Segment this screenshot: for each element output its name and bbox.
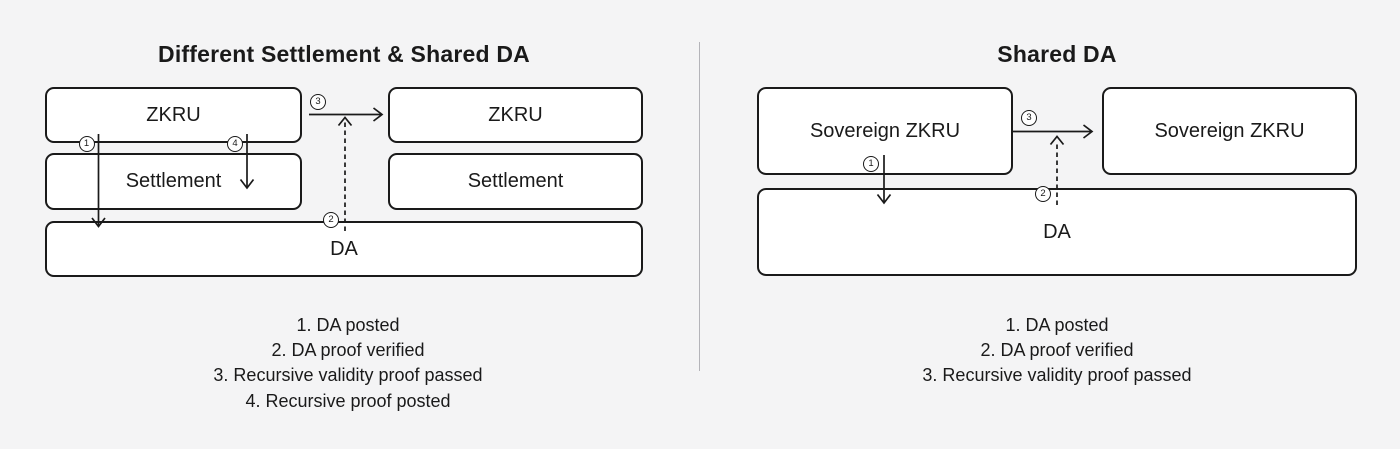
legend-line-4: 4. Recursive proof posted <box>245 390 451 411</box>
box-zkru-target: ZKRU <box>388 87 643 143</box>
arrow-2-da-proof-verified-dashed <box>337 116 353 231</box>
step-marker-2-number: 2 <box>1040 188 1046 200</box>
box-da-shared-right-label: DA <box>1043 220 1071 243</box>
legend-line-1: 1. DA posted <box>1005 315 1109 335</box>
box-zkru-source: ZKRU <box>45 87 302 143</box>
legend-line-3: 3. Recursive validity proof passed <box>213 365 483 386</box>
step-marker-3: 3 <box>310 94 326 110</box>
panel-title-right: Shared DA <box>997 41 1117 67</box>
box-sovereign-zkru-source: Sovereign ZKRU <box>757 87 1013 175</box>
arrow-3-recursive-validity-proof <box>309 107 384 122</box>
box-settlement-target-label: Settlement <box>467 170 564 192</box>
legend-line-2: 2. DA proof verified <box>980 340 1134 361</box>
box-sovereign-zkru-source-label: Sovereign ZKRU <box>809 119 961 142</box>
step-marker-3-number: 3 <box>315 96 321 108</box>
step-marker-2-number: 2 <box>328 213 334 225</box>
step-marker-1-number: 1 <box>868 158 874 170</box>
panel-divider <box>699 42 700 371</box>
step-marker-3-number: 3 <box>1026 112 1032 124</box>
legend-right: 1. DA posted 2. DA proof verified 3. Rec… <box>707 313 1400 389</box>
box-settlement-target: Settlement <box>388 153 643 210</box>
arrow-head-right-icon <box>1082 124 1094 139</box>
box-settlement-source-label: Settlement <box>125 170 222 192</box>
box-da-shared: DA <box>45 221 643 277</box>
box-zkru-source-label: ZKRU <box>146 103 201 126</box>
step-marker-3: 3 <box>1021 110 1037 126</box>
box-settlement-source: Settlement <box>45 153 302 210</box>
panel-shared-da: Shared DA Sovereign ZKRU Sovereign ZKRU … <box>700 0 1400 449</box>
step-marker-1-number: 1 <box>83 137 90 149</box>
step-marker-2: 2 <box>323 211 339 228</box>
legend-line-2: 2. DA proof verified <box>271 340 425 361</box>
arrow-head-up-icon <box>337 116 353 127</box>
panel-title-left: Different Settlement & Shared DA <box>158 41 530 67</box>
box-sovereign-zkru-target: Sovereign ZKRU <box>1102 87 1357 175</box>
step-marker-4: 4 <box>227 135 243 152</box>
box-da-shared-right: DA <box>757 188 1357 276</box>
box-sovereign-zkru-target-label: Sovereign ZKRU <box>1154 119 1305 142</box>
step-marker-1: 1 <box>863 156 879 172</box>
arrow-head-up-icon <box>1049 135 1065 146</box>
box-da-shared-label: DA <box>330 237 358 260</box>
legend-line-1: 1. DA posted <box>296 315 400 335</box>
legend-line-3: 3. Recursive validity proof passed <box>922 365 1192 386</box>
legend-left: 1. DA posted 2. DA proof verified 3. Rec… <box>0 313 696 414</box>
arrow-3-recursive-validity-proof <box>1013 124 1094 139</box>
panel-different-settlement-shared-da: Different Settlement & Shared DA ZKRU Se… <box>0 41 696 414</box>
step-marker-2: 2 <box>1035 186 1051 202</box>
step-marker-4-number: 4 <box>232 137 238 149</box>
box-zkru-target-label: ZKRU <box>488 103 543 126</box>
arrow-head-right-icon <box>372 107 384 122</box>
step-marker-1: 1 <box>78 135 95 152</box>
